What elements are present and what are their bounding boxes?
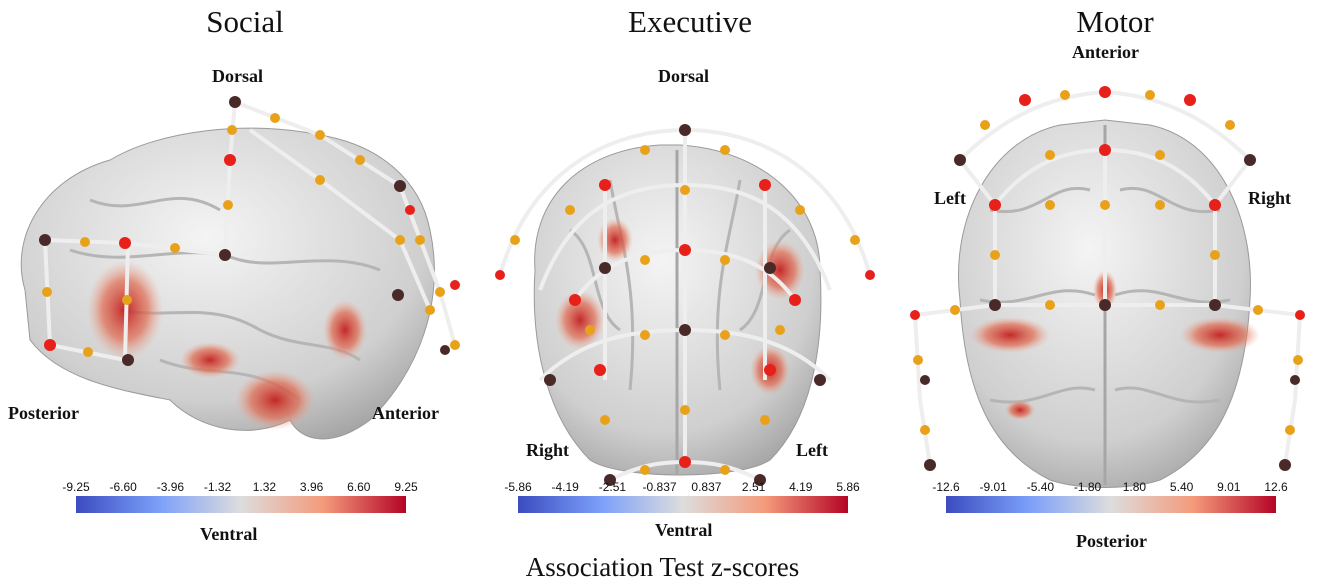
colorbar-tick: -12.6 <box>932 480 960 494</box>
colorbar-tick: -9.01 <box>979 480 1007 494</box>
label-dorsal: Dorsal <box>658 66 709 86</box>
colorbar-tick: -6.60 <box>109 480 137 494</box>
brain-lateral-view <box>20 96 460 440</box>
colorbar-tick: 4.19 <box>789 480 813 494</box>
colorbar-tick: -3.96 <box>156 480 185 494</box>
colorbar-tick: 12.6 <box>1264 480 1288 494</box>
colorbar: -12.6 -9.01 -5.40 -1.80 1.80 5.40 9.01 1… <box>932 480 1288 513</box>
colorbar-tick: 1.80 <box>1122 480 1147 494</box>
label-anterior: Anterior <box>1072 42 1139 62</box>
panel-title: Executive <box>628 4 752 39</box>
colorbar-tick: -9.25 <box>62 480 90 494</box>
colorbar: -5.86 -4.19 -2.51 -0.837 0.837 2.51 4.19… <box>504 480 860 513</box>
colorbar-tick: 5.86 <box>836 480 860 494</box>
panel-title: Social <box>206 4 284 39</box>
colorbar-tick: 9.01 <box>1217 480 1241 494</box>
panel-motor: Motor <box>900 0 1325 560</box>
colorbar-tick: -5.86 <box>504 480 532 494</box>
colorbar-ticks: -5.86 -4.19 -2.51 -0.837 0.837 2.51 4.19… <box>504 480 859 496</box>
colorbar-tick: 0.837 <box>691 480 722 494</box>
colorbar-tick: -4.19 <box>551 480 579 494</box>
label-posterior: Posterior <box>8 403 79 423</box>
panel-social: Social Dorsal Posterior <box>0 0 470 560</box>
brain-posterior-view <box>495 124 875 486</box>
colorbar-gradient <box>946 496 1276 513</box>
colorbar-tick: 5.40 <box>1169 480 1194 494</box>
optode-array <box>39 96 460 366</box>
colorbar-gradient <box>518 496 848 513</box>
label-posterior: Posterior <box>1076 531 1147 551</box>
label-left: Left <box>934 188 966 208</box>
colorbar-tick: -1.32 <box>203 480 232 494</box>
colorbar-tick: -1.80 <box>1073 480 1102 494</box>
brain-dorsal-view <box>910 86 1305 488</box>
colorbar-tick: -0.837 <box>642 480 677 494</box>
label-right: Right <box>1248 188 1292 208</box>
label-anterior: Anterior <box>372 403 439 423</box>
colorbar: -9.25 -6.60 -3.96 -1.32 1.32 3.96 6.60 9… <box>62 480 418 513</box>
label-left: Left <box>796 440 828 460</box>
colorbar-tick: 2.51 <box>741 480 766 494</box>
colorbar-tick: 9.25 <box>394 480 418 494</box>
colorbar-tick: 3.96 <box>299 480 324 494</box>
label-ventral: Ventral <box>200 524 258 544</box>
colorbar-ticks: -9.25 -6.60 -3.96 -1.32 1.32 3.96 6.60 9… <box>62 480 417 496</box>
panel-executive: Executive <box>470 0 900 560</box>
colorbar-tick: -5.40 <box>1026 480 1055 494</box>
colorbar-tick: 1.32 <box>252 480 277 494</box>
optode-array <box>910 86 1305 471</box>
colorbar-tick: 6.60 <box>347 480 371 494</box>
figure-caption: Association Test z-scores <box>525 552 800 582</box>
label-ventral: Ventral <box>655 520 713 540</box>
colorbar-gradient <box>76 496 406 513</box>
panel-title: Motor <box>1076 4 1154 39</box>
colorbar-tick: -2.51 <box>598 480 627 494</box>
optode-array <box>495 124 875 486</box>
colorbar-ticks: -12.6 -9.01 -5.40 -1.80 1.80 5.40 9.01 1… <box>932 480 1287 496</box>
label-right: Right <box>526 440 570 460</box>
label-dorsal: Dorsal <box>212 66 263 86</box>
